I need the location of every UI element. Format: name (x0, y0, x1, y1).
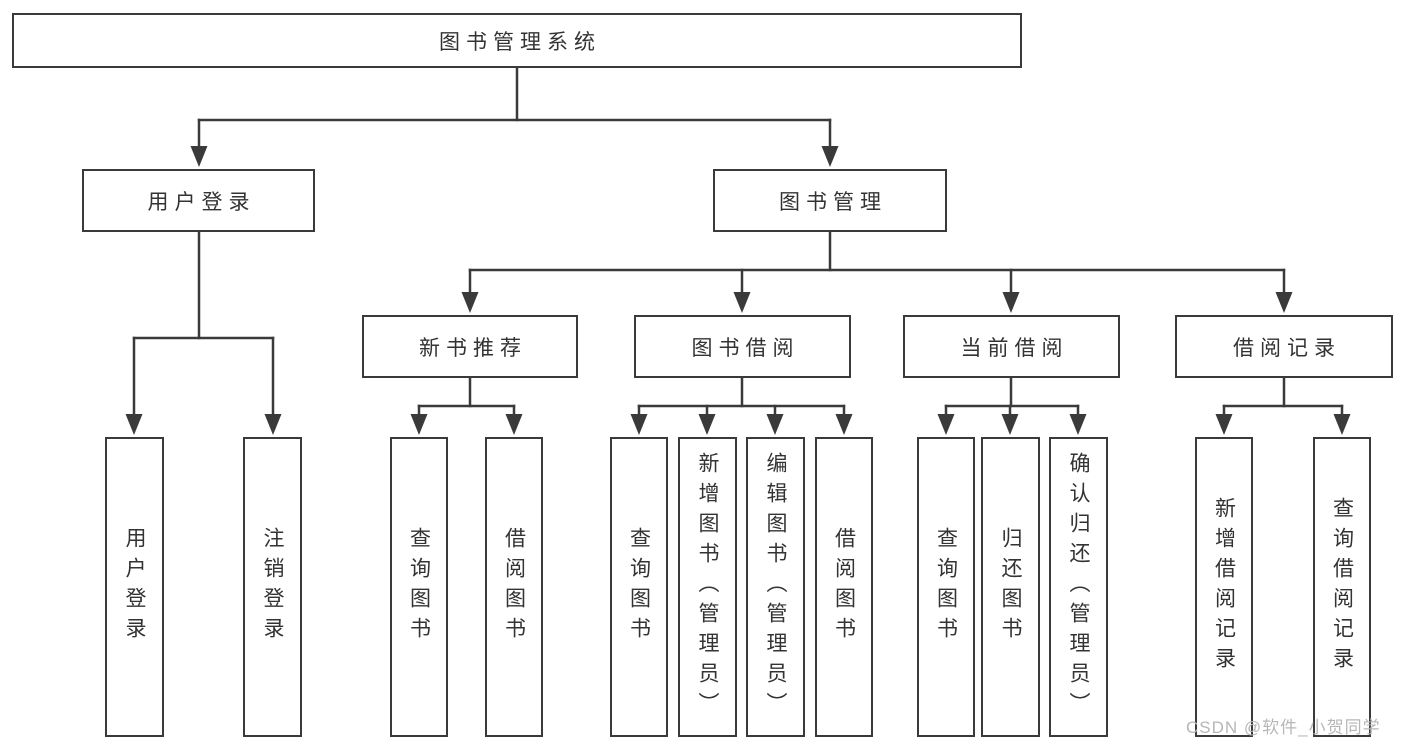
node-current-borrowing: 当前借阅 (903, 315, 1120, 378)
node-label: 查询借阅记录 (1330, 497, 1354, 677)
leaf-logout: 注销登录 (243, 437, 302, 737)
node-user-login: 用户登录 (82, 169, 315, 232)
node-label: 注销登录 (261, 527, 284, 647)
node-label: 确认归还（管理员） (1067, 452, 1090, 722)
node-label: 用户登录 (147, 190, 256, 214)
node-library-management-system: 图书管理系统 (12, 13, 1022, 68)
node-book-management: 图书管理 (713, 169, 947, 232)
leaf-add-book-admin: 新增图书（管理员） (678, 437, 737, 737)
leaf-add-borrowing-record: 新增借阅记录 (1195, 437, 1253, 737)
leaf-query-books-3: 查询图书 (917, 437, 975, 737)
leaf-borrow-books-2: 借阅图书 (815, 437, 873, 737)
node-label: 图书借阅 (691, 336, 800, 360)
node-label: 新增图书（管理员） (696, 452, 719, 722)
node-label: 图书管理系统 (439, 30, 601, 54)
node-label: 借阅图书 (832, 527, 856, 647)
node-label: 编辑图书（管理员） (764, 452, 787, 722)
node-label: 新增借阅记录 (1212, 497, 1236, 677)
node-label: 图书管理 (779, 190, 887, 214)
node-borrowing-records: 借阅记录 (1175, 315, 1393, 378)
leaf-return-book: 归还图书 (981, 437, 1040, 737)
leaf-borrow-books-1: 借阅图书 (485, 437, 543, 737)
node-label: 用户登录 (123, 527, 146, 647)
node-label: 借阅图书 (502, 527, 526, 647)
leaf-confirm-return-admin: 确认归还（管理员） (1049, 437, 1108, 737)
node-label: 当前借阅 (960, 336, 1069, 360)
node-label: 查询图书 (627, 527, 651, 647)
leaf-query-books-1: 查询图书 (390, 437, 448, 737)
watermark: CSDN @软件_小贺同学 (1186, 718, 1381, 737)
node-label: 归还图书 (999, 527, 1022, 647)
node-new-book-recommendation: 新书推荐 (362, 315, 578, 378)
node-label: 新书推荐 (419, 336, 527, 360)
node-label: 查询图书 (934, 527, 958, 647)
node-label: 查询图书 (407, 527, 431, 647)
leaf-user-login: 用户登录 (105, 437, 164, 737)
node-label: 借阅记录 (1233, 336, 1341, 360)
node-book-borrowing: 图书借阅 (634, 315, 851, 378)
leaf-query-borrowing-record: 查询借阅记录 (1313, 437, 1371, 737)
leaf-edit-book-admin: 编辑图书（管理员） (746, 437, 805, 737)
leaf-query-books-2: 查询图书 (610, 437, 668, 737)
